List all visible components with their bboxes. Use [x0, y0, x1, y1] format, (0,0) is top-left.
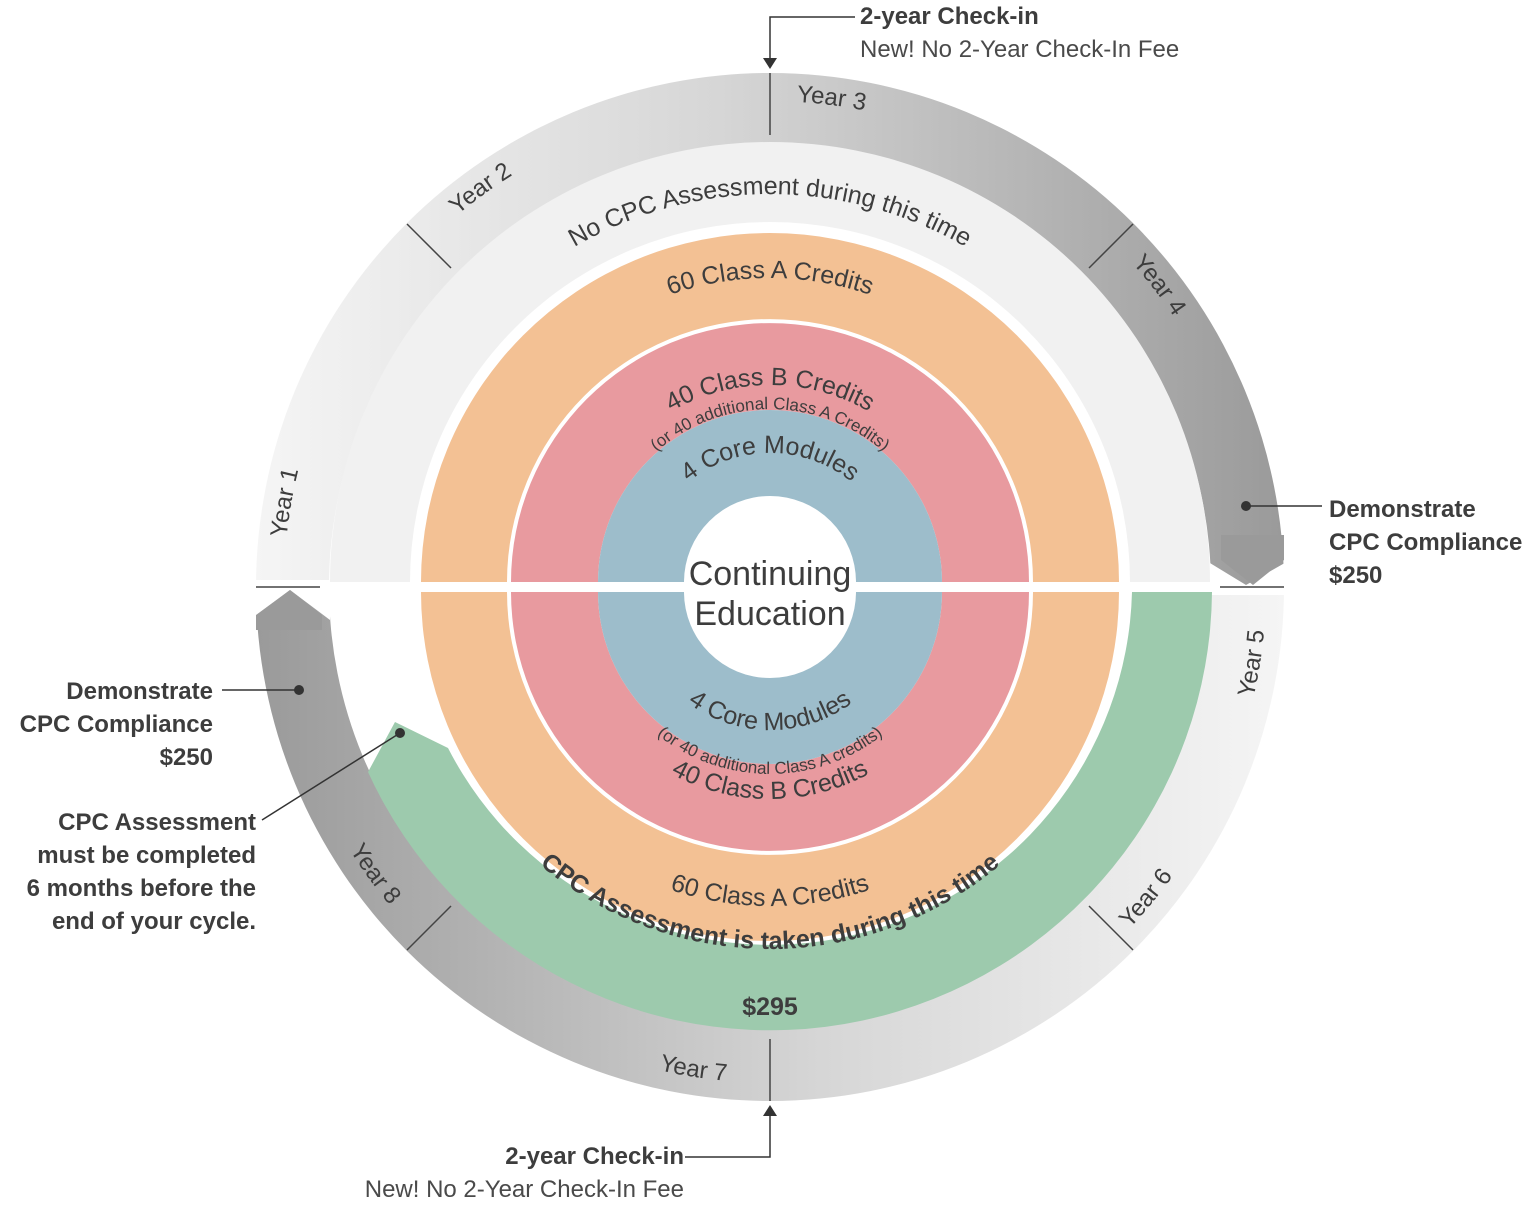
class-b-ring-bottom — [511, 592, 1029, 851]
checkin-bottom-callout: 2-year Check-in New! No 2-Year Check-In … — [365, 1140, 684, 1206]
checkin-bottom-title: 2-year Check-in — [505, 1143, 684, 1170]
checkin-top-arrow — [763, 58, 777, 69]
compliance-left-line2: CPC Compliance — [19, 711, 213, 738]
compliance-right-dot — [1241, 501, 1251, 511]
assessment-deadline-line4: end of your cycle. — [51, 908, 256, 935]
year-ring-arrow-left-tip — [256, 590, 322, 630]
center-circle — [684, 501, 856, 673]
assessment-deadline-line2: must be completed — [37, 842, 256, 869]
checkin-top-title: 2-year Check-in — [860, 3, 1039, 30]
assessment-taken-ring — [368, 592, 1212, 1031]
checkin-top-callout: 2-year Check-in New! No 2-Year Check-In … — [860, 0, 1179, 66]
compliance-left-callout: Demonstrate CPC Compliance $250 — [20, 675, 213, 774]
compliance-right-fee: $250 — [1329, 562, 1383, 589]
assessment-deadline-callout: CPC Assessment must be completed 6 month… — [27, 806, 256, 938]
callout-leaders — [222, 16, 1322, 1158]
class-b-ring-top — [511, 323, 1029, 582]
compliance-right-line2: CPC Compliance — [1329, 529, 1523, 556]
compliance-right-line1: Demonstrate — [1329, 496, 1476, 523]
compliance-left-dot — [294, 685, 304, 695]
core-ring-bottom — [598, 592, 942, 764]
core-ring-top — [598, 410, 942, 582]
class-a-ring-top — [421, 233, 1119, 582]
checkin-bottom-arrow — [763, 1105, 777, 1116]
assessment-deadline-dot — [395, 728, 405, 738]
center-title-line1: Continuing — [689, 555, 852, 593]
assessment-deadline-line1: CPC Assessment — [58, 809, 256, 836]
year-ring-arrow-left-notch — [250, 580, 330, 620]
assessment-deadline-line3: 6 months before the — [26, 875, 256, 902]
year-ring-bottom — [256, 587, 1284, 1101]
checkin-bottom-subtitle: New! No 2-Year Check-In Fee — [364, 1176, 684, 1203]
year-dividers — [256, 73, 1284, 1101]
year-ring-top — [256, 73, 1284, 587]
compliance-right-callout: Demonstrate CPC Compliance $250 — [1329, 493, 1522, 592]
center-title-line2: Education — [694, 595, 845, 633]
assessment-fee: $295 — [742, 993, 798, 1021]
year-ring-arrow-right-tip — [1221, 535, 1284, 585]
checkin-top-subtitle: New! No 2-Year Check-In Fee — [860, 36, 1180, 63]
compliance-left-line1: Demonstrate — [66, 678, 213, 705]
compliance-left-fee: $250 — [159, 744, 213, 771]
class-a-ring-bottom — [421, 592, 1119, 941]
assessment-none-ring — [330, 142, 1210, 582]
